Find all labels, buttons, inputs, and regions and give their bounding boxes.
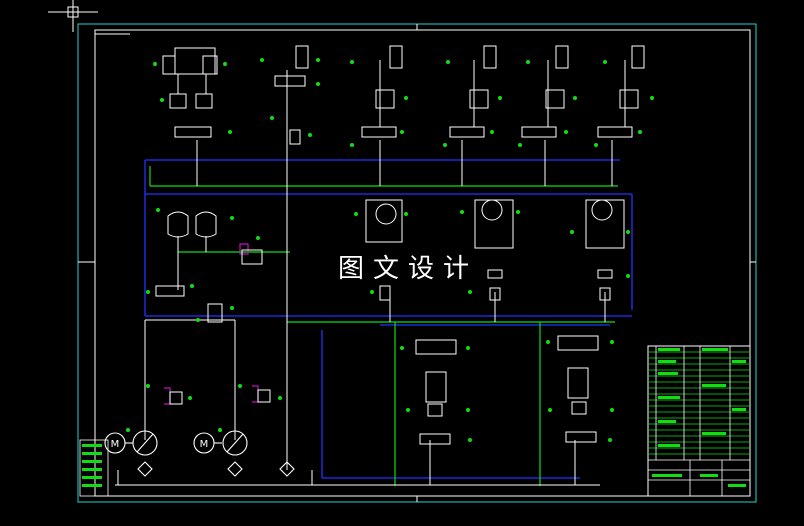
- accumulator-symbols: [167, 211, 217, 238]
- drawing-frame: [77, 23, 757, 503]
- pilot-lines-green: [149, 166, 618, 486]
- motor-2-label: M: [200, 439, 209, 450]
- actuator-group-6: [597, 45, 645, 138]
- actuator-group-5: [521, 45, 569, 138]
- revision-block: [79, 439, 109, 497]
- pump-unit-1: [104, 430, 158, 477]
- parts-list-table: [647, 345, 751, 497]
- watermark-text: 图文设计: [338, 254, 479, 284]
- pump-unit-2: [193, 430, 295, 477]
- actuator-group-2: [274, 45, 309, 145]
- pressure-lines-blue: [144, 159, 633, 479]
- motor-1-label: M: [111, 439, 120, 450]
- hydraulic-motor-3: [585, 199, 625, 301]
- valve-bodies: [155, 249, 271, 405]
- crosshair-cursor: [48, 0, 98, 32]
- part-balloons: [126, 58, 654, 442]
- hydraulic-motor-2: [474, 199, 514, 301]
- actuator-group-1: [162, 47, 218, 138]
- hydraulic-motor-1: [365, 199, 403, 301]
- circuit-lines-white: [115, 70, 613, 486]
- actuator-group-8: [557, 335, 599, 443]
- actuator-group-7: [415, 339, 457, 445]
- actuator-group-3: [361, 45, 403, 138]
- actuator-group-4: [449, 45, 497, 138]
